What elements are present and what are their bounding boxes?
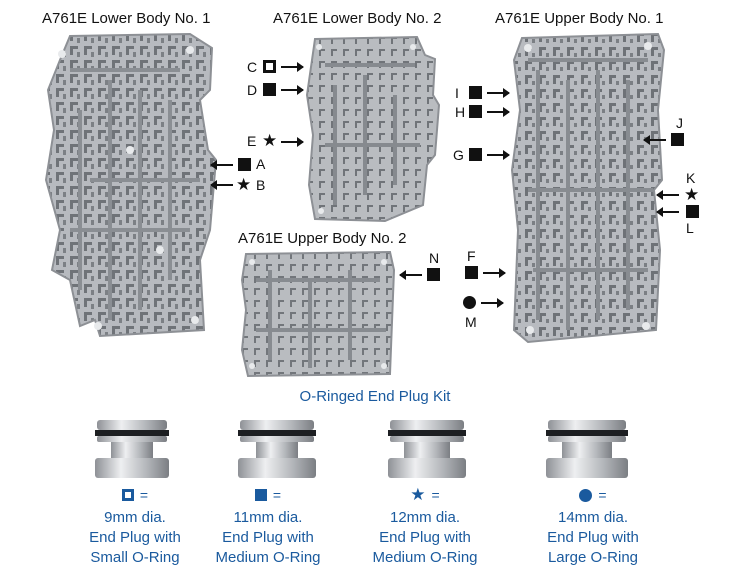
star-icon: ★	[236, 175, 252, 194]
square-filled-icon	[238, 158, 251, 171]
star-icon: ★	[684, 185, 700, 204]
lower-body-2-title: A761E Lower Body No. 2	[273, 10, 442, 27]
square-filled-icon	[469, 105, 482, 118]
square-filled-icon	[686, 205, 699, 218]
callout-j-arrow	[643, 135, 666, 145]
callout-e-arrow	[281, 137, 304, 147]
lower-body-1-plate	[44, 32, 218, 338]
square-outline-icon	[121, 489, 134, 501]
square-filled-icon	[469, 86, 482, 99]
square-filled-icon	[427, 268, 440, 281]
callout-j-label: J	[676, 115, 683, 131]
legend-size: 11mm dia.	[233, 509, 303, 526]
callout-b-label: B	[256, 177, 266, 193]
callout-a-label: A	[256, 156, 266, 172]
legend-item-14mm: = 14mm dia. End Plug with Large O-Ring	[508, 486, 678, 568]
callout-f-arrow	[483, 268, 506, 278]
upper-body-1-plate	[510, 32, 666, 344]
legend-desc-line: Medium O-Ring	[215, 549, 321, 566]
callout-d-label: D	[247, 82, 258, 98]
callout-g-label: G	[453, 147, 464, 163]
equals-sign: =	[272, 487, 282, 503]
legend-desc-line: End Plug with	[222, 529, 314, 546]
legend-desc-line: Small O-Ring	[90, 549, 180, 566]
callout-h-label: H	[455, 104, 466, 120]
legend-size: 12mm dia.	[389, 509, 461, 526]
square-outline-icon	[263, 60, 276, 73]
legend-item-12mm: ★ = 12mm dia. End Plug with Medium O-Ring	[340, 486, 510, 568]
callout-k-label: K	[686, 170, 696, 186]
lower-body-1-title: A761E Lower Body No. 1	[42, 10, 211, 27]
legend-desc-line: End Plug with	[547, 529, 639, 546]
end-plug-14mm-image	[546, 420, 628, 478]
legend-size: 9mm dia.	[104, 509, 166, 526]
circle-icon	[463, 296, 476, 309]
legend-item-9mm: = 9mm dia. End Plug with Small O-Ring	[50, 486, 220, 568]
callout-e-label: E	[247, 133, 257, 149]
callout-i-label: I	[455, 85, 459, 101]
square-filled-icon	[469, 148, 482, 161]
callout-c-label: C	[247, 59, 258, 75]
legend-desc-line: Large O-Ring	[547, 549, 639, 566]
end-plug-12mm-image	[388, 420, 466, 478]
equals-sign: =	[598, 487, 607, 503]
callout-c-arrow	[281, 62, 304, 72]
kit-title: O-Ringed End Plug Kit	[299, 388, 451, 405]
lower-body-2-plate	[305, 35, 441, 223]
star-icon: ★	[262, 131, 278, 150]
callout-h-arrow	[487, 107, 510, 117]
callout-f-label: F	[467, 248, 476, 264]
star-icon: ★	[410, 485, 426, 504]
equals-sign: =	[139, 487, 149, 503]
circle-icon	[579, 488, 593, 502]
square-filled-icon	[671, 133, 684, 146]
legend-desc-line: End Plug with	[89, 529, 181, 546]
equals-sign: =	[431, 487, 440, 503]
callout-i-arrow	[487, 88, 510, 98]
legend-desc-line: End Plug with	[379, 529, 471, 546]
callout-n-arrow	[399, 270, 422, 280]
legend-desc-line: Medium O-Ring	[372, 549, 478, 566]
callout-k-arrow	[656, 190, 679, 200]
callout-g-arrow	[487, 150, 510, 160]
legend-size: 14mm dia.	[557, 509, 629, 526]
square-filled-icon	[263, 83, 276, 96]
callout-m-label: M	[465, 314, 477, 330]
upper-body-1-title: A761E Upper Body No. 1	[495, 10, 664, 27]
callout-b-arrow	[210, 180, 233, 190]
square-filled-icon	[254, 489, 267, 501]
upper-body-2-title: A761E Upper Body No. 2	[238, 230, 407, 247]
callout-l-arrow	[656, 207, 679, 217]
callout-m-arrow	[481, 298, 504, 308]
callout-d-arrow	[281, 85, 304, 95]
upper-body-2-plate	[240, 250, 396, 378]
callout-n-label: N	[429, 250, 440, 266]
end-plug-11mm-image	[238, 420, 316, 478]
end-plug-9mm-image	[95, 420, 169, 478]
callout-l-label: L	[686, 220, 694, 236]
square-filled-icon	[465, 266, 478, 279]
legend-item-11mm: = 11mm dia. End Plug with Medium O-Ring	[183, 486, 353, 568]
callout-a-arrow	[210, 160, 233, 170]
